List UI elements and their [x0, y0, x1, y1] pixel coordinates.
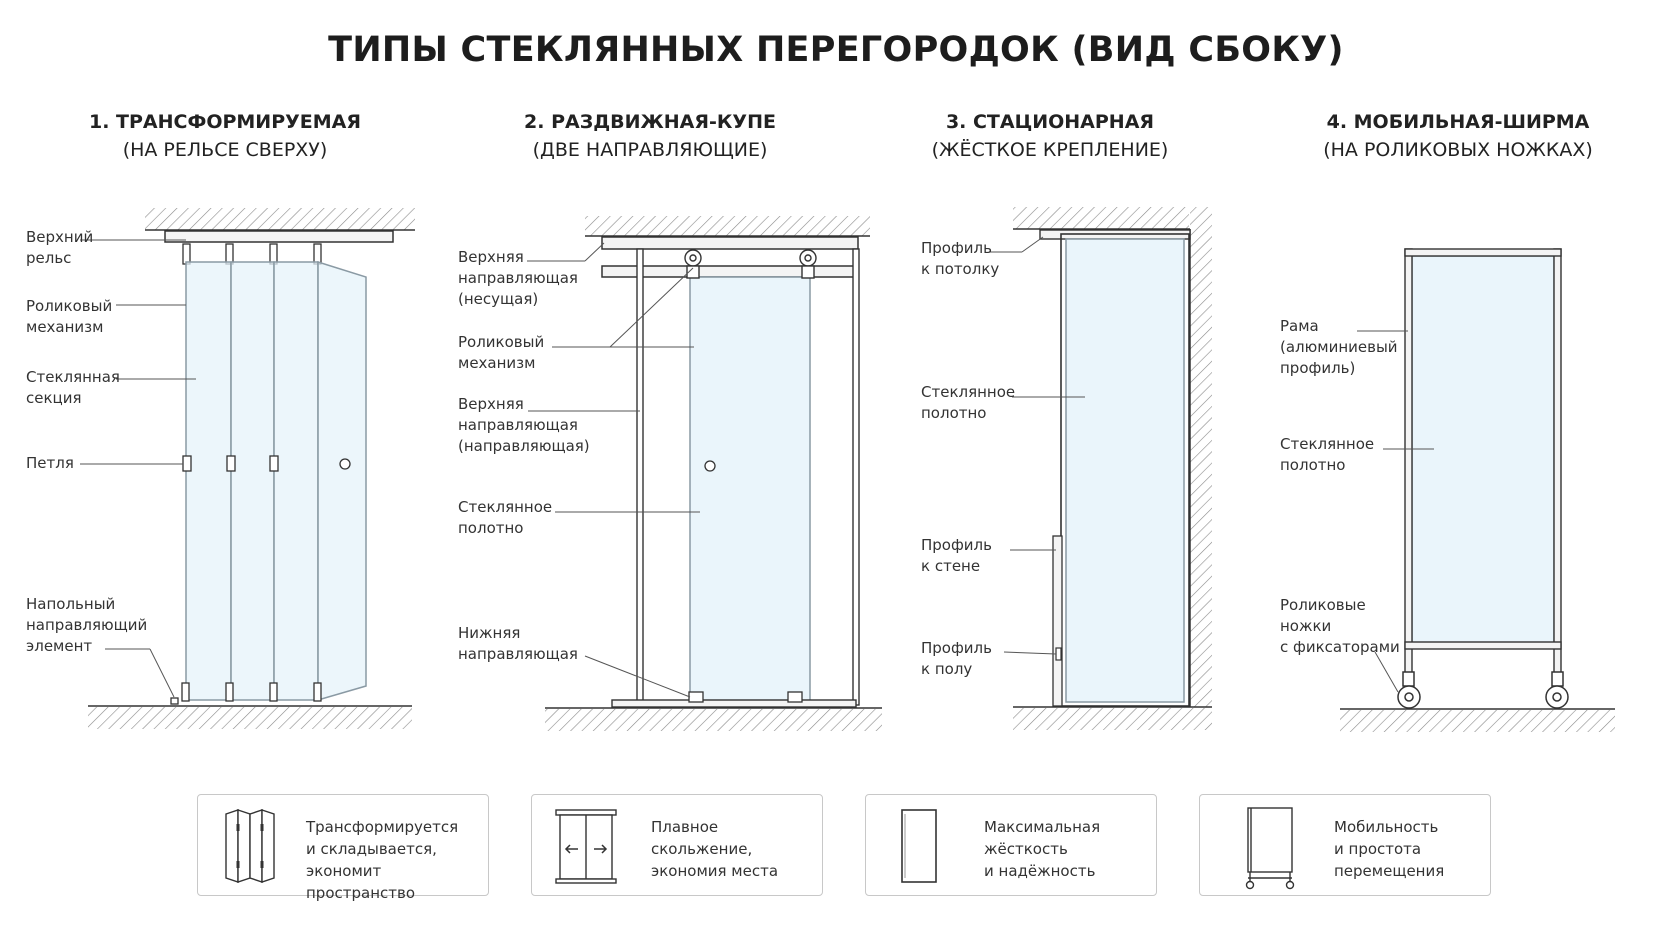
- panel-title: 1. ТРАНСФОРМИРУЕМАЯ: [88, 111, 361, 133]
- callout-top-rail: Верхний рельс: [26, 228, 94, 267]
- stationary-partition-drawing: [990, 207, 1212, 730]
- mobile-glass-panel: [1411, 255, 1555, 647]
- panel-subtitle: (НА РОЛИКОВЫХ НОЖКАХ): [1323, 139, 1593, 161]
- panel-heading-sliding: 2. РАЗДВИЖНАЯ-КУПЕ (ДВЕ НАПРАВЛЯЮЩИЕ): [440, 108, 860, 164]
- card-text: Плавное скольжение, экономия места: [651, 818, 779, 880]
- callout-glass-panel: Стеклянное полотно: [921, 383, 1016, 422]
- partition-drawings: [80, 207, 1615, 732]
- leader-lines: [80, 239, 196, 698]
- ceiling-hatch: [585, 216, 870, 236]
- feature-card-sliding: Плавное скольжение, экономия места: [531, 794, 823, 896]
- fixed-glass-panel: [1065, 238, 1185, 703]
- handle-knob: [704, 460, 716, 472]
- floor-hatch: [545, 709, 882, 731]
- callout-glass-panel: Стеклянное полотно: [1280, 435, 1375, 474]
- upper-rail-bearing: [601, 236, 859, 250]
- callout-ceiling-profile: Профиль к потолку: [921, 239, 1000, 278]
- folding-icon: [225, 809, 275, 883]
- card-text: Трансформируется и складывается, экономи…: [306, 818, 459, 902]
- callout-roller-legs: Роликовые ножки с фиксаторами: [1280, 596, 1400, 656]
- floor-profile-bracket: [1055, 647, 1062, 661]
- aluminium-frame: [1404, 248, 1562, 681]
- panel-heading-stationary: 3. СТАЦИОНАРНАЯ (ЖЁСТКОЕ КРЕПЛЕНИЕ): [840, 108, 1260, 164]
- floor-guides: [170, 682, 322, 705]
- callout-wall-profile: Профиль к стене: [921, 536, 992, 575]
- callout-floor-guide: Напольный направляющий элемент: [26, 595, 148, 655]
- fixed-panel-icon: [901, 809, 937, 883]
- callout-upper-rail-bearing: Верхняя направляющая (несущая): [458, 248, 578, 308]
- callout-frame: Рама (алюминиевый профиль): [1280, 317, 1398, 377]
- outer-frame: [1060, 233, 1190, 707]
- roller-legs: [1397, 671, 1569, 709]
- panel-title: 3. СТАЦИОНАРНАЯ: [945, 111, 1155, 133]
- sliding-glass-panel: [689, 276, 811, 702]
- floor-hatch: [1340, 710, 1615, 732]
- folding-glass-sections: [185, 260, 367, 701]
- folding-partition-drawing: [80, 208, 415, 729]
- handle-knob: [339, 458, 351, 470]
- callout-glass-section: Стеклянная секция: [26, 368, 120, 407]
- card-text: Мобильность и простота перемещения: [1334, 818, 1445, 880]
- wall-hatch: [1190, 207, 1212, 707]
- callout-floor-profile: Профиль к полу: [921, 639, 992, 678]
- panel-heading-mobile: 4. МОБИЛЬНАЯ-ШИРМА (НА РОЛИКОВЫХ НОЖКАХ): [1248, 108, 1668, 164]
- sliding-door-icon: [555, 809, 617, 884]
- callout-roller-mechanism: Роликовый механизм: [458, 333, 545, 372]
- roller-carriages: [182, 243, 322, 265]
- wall-profile: [1052, 535, 1063, 707]
- mobile-screen-icon: [1245, 807, 1295, 890]
- card-text: Максимальная жёсткость и надёжность: [984, 818, 1101, 880]
- callout-lower-guide: Нижняя направляющая: [458, 624, 578, 663]
- panel-title: 2. РАЗДВИЖНАЯ-КУПЕ: [524, 111, 776, 133]
- ceiling-hatch: [145, 208, 415, 230]
- leader-lines: [990, 236, 1085, 655]
- top-rail: [164, 230, 394, 243]
- panel-subtitle: (ЖЁСТКОЕ КРЕПЛЕНИЕ): [931, 139, 1169, 161]
- callout-roller-mechanism: Роликовый механизм: [26, 297, 113, 336]
- hinges: [182, 455, 279, 472]
- main-title: ТИПЫ СТЕКЛЯННЫХ ПЕРЕГОРОДОК (ВИД СБОКУ): [328, 30, 1344, 70]
- callout-hinge: Петля: [26, 454, 74, 472]
- callout-upper-rail-guide: Верхняя направляющая (направляющая): [458, 395, 590, 455]
- floor-hatch: [1013, 708, 1212, 730]
- callout-glass-panel: Стеклянное полотно: [458, 498, 553, 537]
- roller-mechanisms: [684, 249, 817, 279]
- leader-lines: [527, 242, 700, 698]
- feature-card-folding: Трансформируется и складывается, экономи…: [197, 794, 489, 902]
- panel-subtitle: (ДВЕ НАПРАВЛЯЮЩИЕ): [532, 139, 768, 161]
- feature-card-stationary: Максимальная жёсткость и надёжность: [865, 794, 1157, 896]
- ceiling-hatch: [1013, 207, 1189, 229]
- panel-heading-folding: 1. ТРАНСФОРМИРУЕМАЯ (НА РЕЛЬСЕ СВЕРХУ): [15, 108, 435, 164]
- mobile-screen-drawing: [1340, 248, 1615, 732]
- feature-card-mobile: Мобильность и простота перемещения: [1199, 794, 1491, 896]
- panel-subtitle: (НА РЕЛЬСЕ СВЕРХУ): [122, 139, 328, 161]
- sliding-partition-drawing: [527, 216, 882, 731]
- leader-lines: [1357, 330, 1434, 693]
- panel-title: 4. МОБИЛЬНАЯ-ШИРМА: [1326, 111, 1590, 133]
- floor-hatch: [88, 707, 412, 729]
- lower-guide: [611, 699, 857, 708]
